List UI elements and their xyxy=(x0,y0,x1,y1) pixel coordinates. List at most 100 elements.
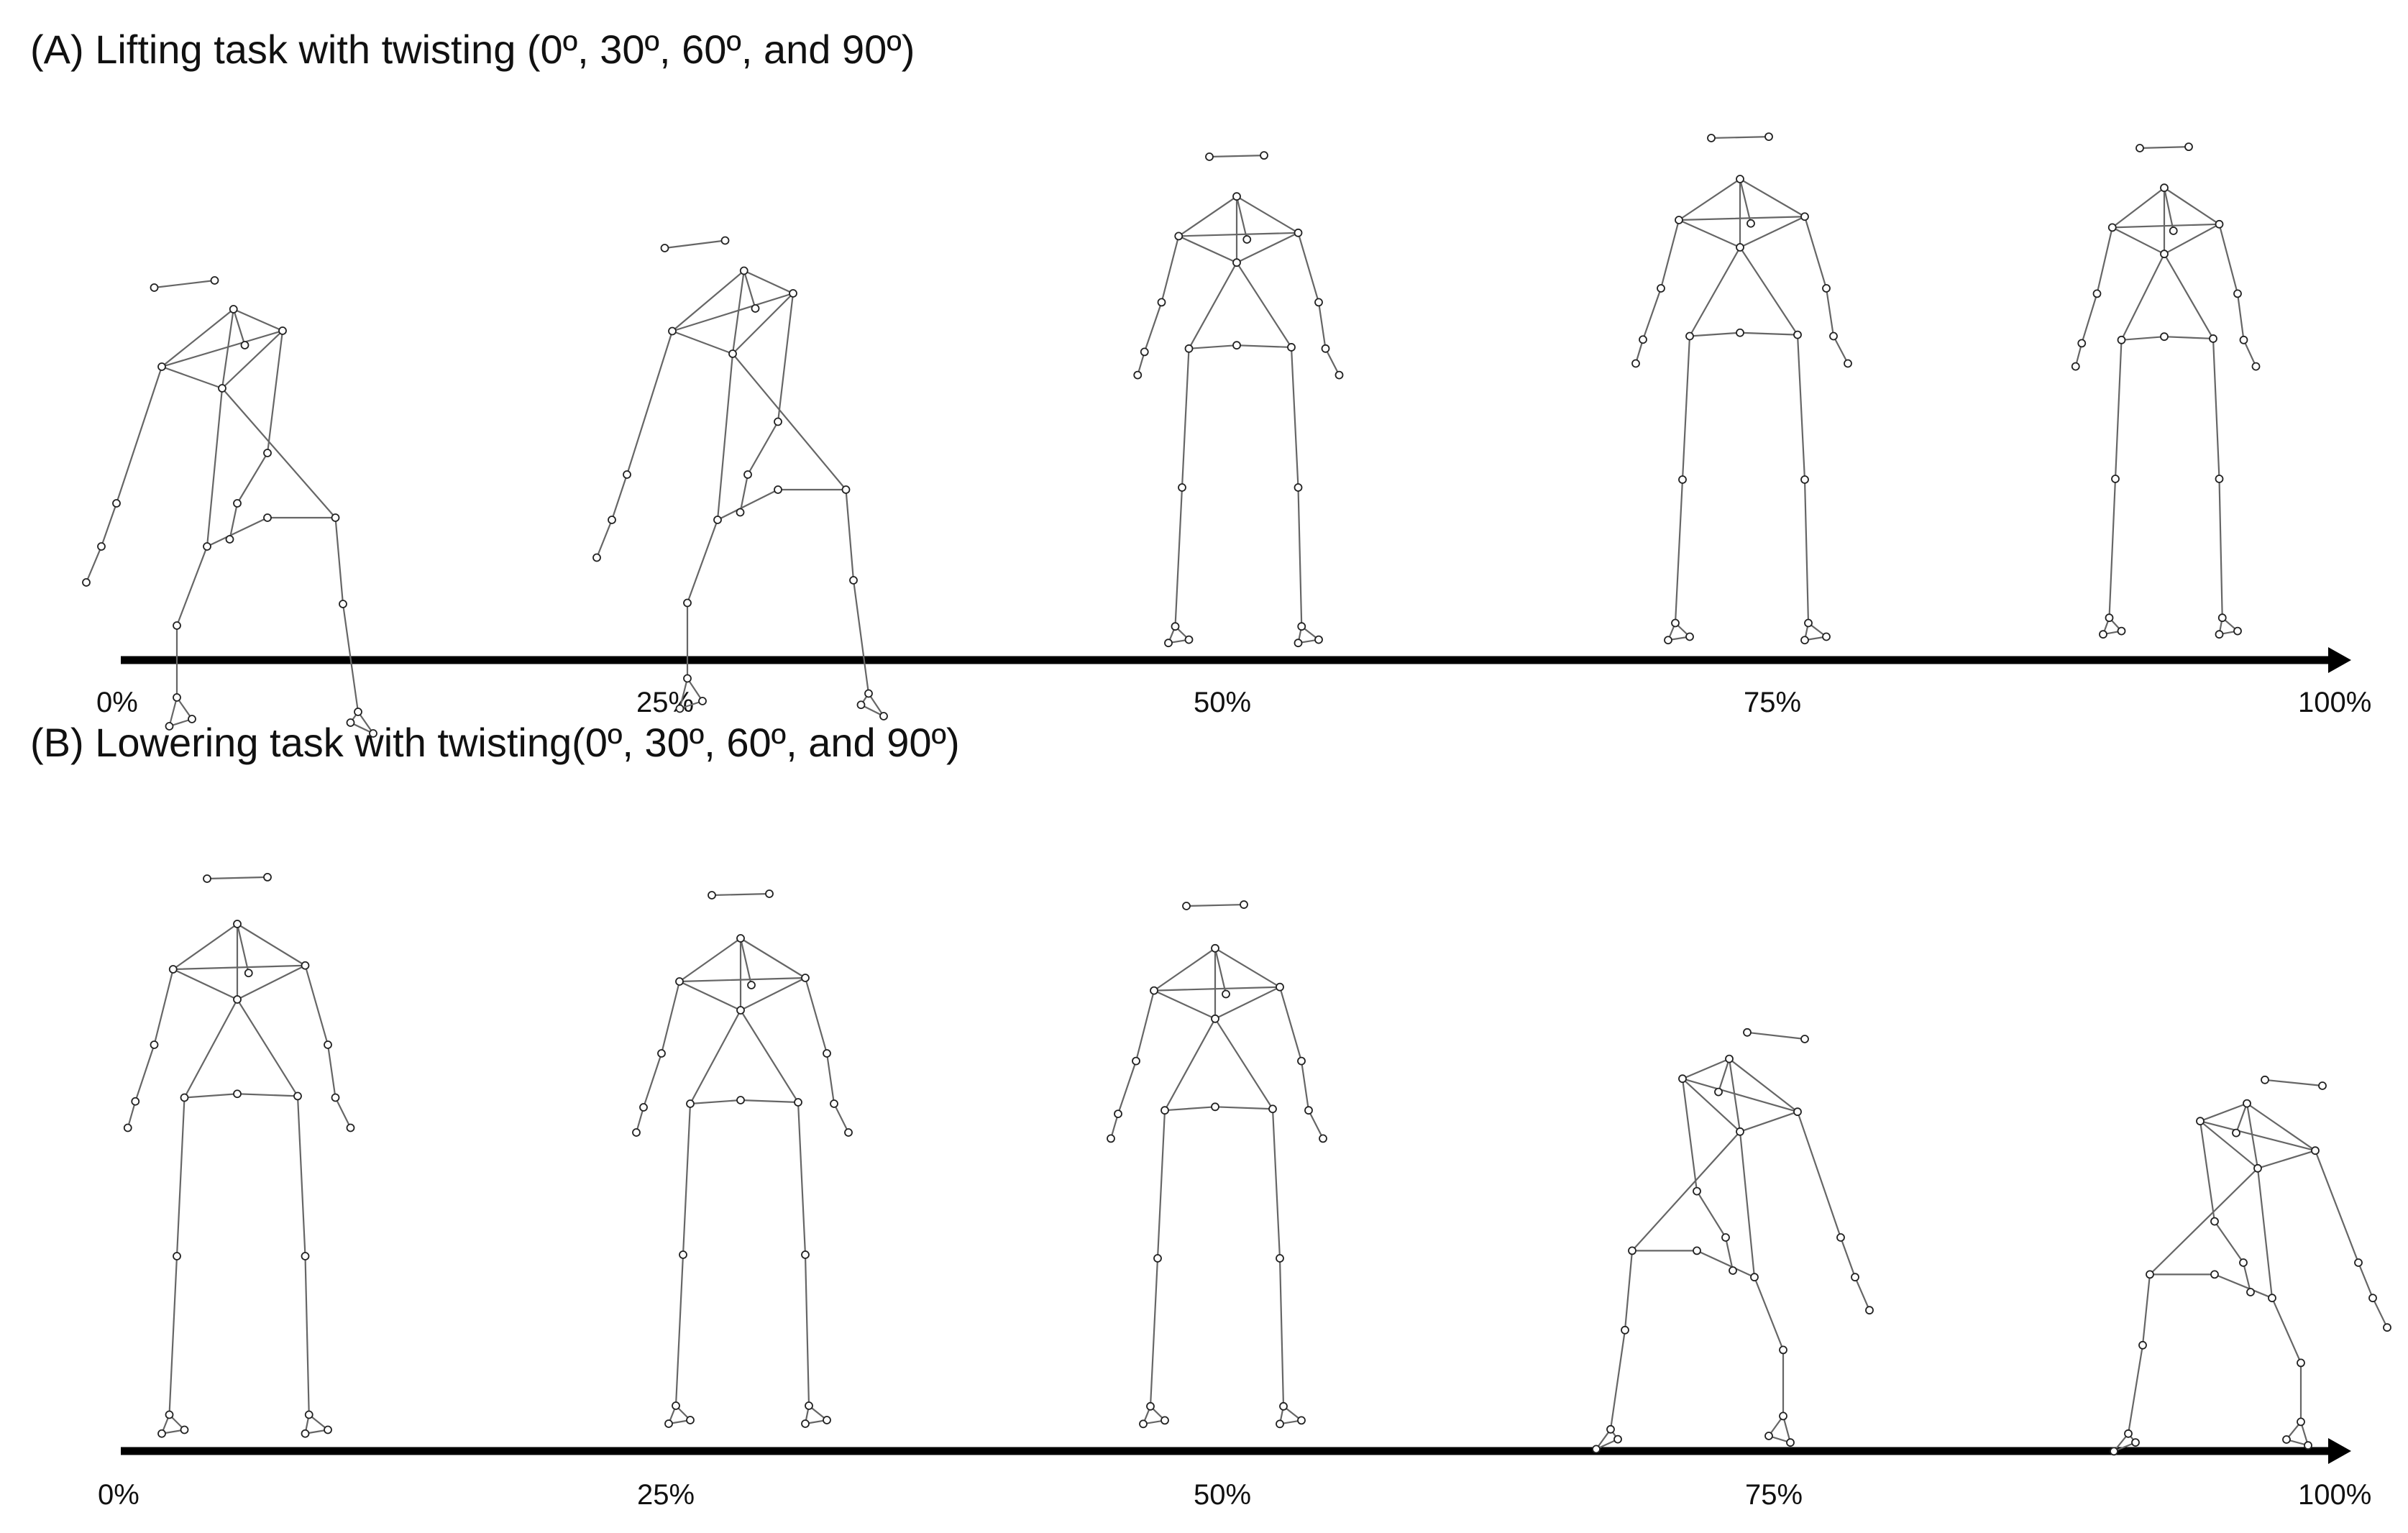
panel-a-tick-50: 50% xyxy=(1194,687,1251,718)
skeleton-segment xyxy=(1278,1257,1285,1407)
skeleton-segment xyxy=(2163,223,2220,255)
skeleton-segment xyxy=(1235,232,1299,264)
skeleton-joint xyxy=(263,513,272,522)
panel-a-figure-25 xyxy=(592,236,888,720)
skeleton-joint xyxy=(165,1410,174,1419)
skeleton-joint xyxy=(1174,232,1184,241)
skeleton-joint xyxy=(736,1006,745,1015)
skeleton-joint xyxy=(233,499,242,508)
skeleton-joint xyxy=(675,704,685,713)
skeleton-segment xyxy=(2114,339,2123,480)
skeleton-segment xyxy=(1174,486,1184,628)
skeleton-joint xyxy=(1714,1087,1723,1097)
skeleton-segment xyxy=(183,1093,239,1099)
skeleton-joint xyxy=(180,1093,189,1102)
panel-b-tick-75: 75% xyxy=(1745,1479,1803,1511)
skeleton-segment xyxy=(739,1099,800,1104)
skeleton-segment xyxy=(229,502,239,541)
skeleton-joint xyxy=(660,244,669,252)
skeleton-segment xyxy=(1235,344,1293,349)
skeleton-segment xyxy=(342,603,360,713)
skeleton-segment xyxy=(1214,986,1281,1020)
skeleton-joint xyxy=(2169,226,2178,235)
skeleton-joint xyxy=(1736,1127,1744,1136)
skeleton-segment xyxy=(1739,246,1799,336)
skeleton-joint xyxy=(1750,1273,1759,1282)
skeleton-joint xyxy=(2215,219,2224,229)
skeleton-segment xyxy=(334,1097,352,1129)
skeleton-segment xyxy=(2111,223,2220,229)
skeleton-joint xyxy=(173,1252,181,1260)
skeleton-segment xyxy=(731,270,745,355)
stick-figures-layer xyxy=(82,132,2391,1456)
skeleton-segment xyxy=(679,677,689,710)
skeleton-joint xyxy=(2124,1429,2133,1438)
skeleton-segment xyxy=(357,710,375,735)
skeleton-segment xyxy=(1681,335,1691,481)
skeleton-joint xyxy=(1314,635,1323,644)
skeleton-joint xyxy=(233,995,242,1004)
skeleton-segment xyxy=(221,329,284,390)
skeleton-segment xyxy=(2218,477,2223,619)
skeleton-segment xyxy=(160,308,234,368)
skeleton-segment xyxy=(1208,155,1265,158)
skeleton-joint xyxy=(1664,636,1672,645)
skeleton-segment xyxy=(833,1102,850,1134)
skeleton-segment xyxy=(743,270,795,295)
skeleton-joint xyxy=(1297,1056,1306,1066)
skeleton-segment xyxy=(1153,989,1217,1020)
skeleton-joint xyxy=(747,981,756,989)
skeleton-joint xyxy=(2368,1294,2377,1303)
skeleton-segment xyxy=(739,473,749,513)
skeleton-joint xyxy=(150,283,159,292)
skeleton-joint xyxy=(1844,359,1852,368)
skeleton-joint xyxy=(1222,989,1230,999)
skeleton-segment xyxy=(172,968,239,1001)
skeleton-joint xyxy=(304,1410,313,1419)
panel-b-tick-0: 0% xyxy=(98,1479,139,1511)
skeleton-segment xyxy=(731,292,795,355)
skeleton-joint xyxy=(2215,630,2224,639)
skeleton-joint xyxy=(789,289,797,298)
skeleton-segment xyxy=(1214,1017,1274,1110)
skeleton-segment xyxy=(1728,1058,1799,1113)
skeleton-segment xyxy=(172,923,239,971)
skeleton-joint xyxy=(97,542,106,551)
skeleton-joint xyxy=(346,718,355,727)
skeleton-joint xyxy=(2233,626,2242,636)
skeleton-segment xyxy=(1825,287,1835,337)
skeleton-joint xyxy=(1297,622,1306,631)
skeleton-segment xyxy=(2199,1120,2216,1222)
skeleton-joint xyxy=(157,1429,166,1438)
skeleton-joint xyxy=(849,576,858,585)
skeleton-joint xyxy=(608,516,616,524)
skeleton-joint xyxy=(1613,1434,1622,1444)
skeleton-joint xyxy=(2071,362,2080,371)
skeleton-segment xyxy=(1624,1250,1634,1331)
skeleton-joint xyxy=(82,578,91,587)
panel-a-tick-100: 100% xyxy=(2298,687,2371,718)
skeleton-joint xyxy=(1804,618,1813,628)
skeleton-segment xyxy=(2141,1273,2151,1346)
skeleton-joint xyxy=(173,693,181,702)
skeleton-segment xyxy=(2357,1261,2374,1299)
skeleton-segment xyxy=(1659,219,1680,290)
skeleton-segment xyxy=(686,677,704,703)
skeleton-segment xyxy=(1677,219,1741,249)
skeleton-segment xyxy=(1307,1109,1324,1140)
skeleton-joint xyxy=(2146,1270,2154,1279)
skeleton-segment xyxy=(731,352,847,491)
skeleton-segment xyxy=(686,518,719,604)
skeleton-joint xyxy=(1793,330,1802,339)
skeleton-segment xyxy=(206,516,269,548)
skeleton-segment xyxy=(1156,1109,1166,1260)
skeleton-joint xyxy=(668,326,677,336)
skeleton-segment xyxy=(236,998,299,1097)
skeleton-joint xyxy=(1276,982,1284,992)
skeleton-segment xyxy=(797,1101,807,1256)
skeleton-joint xyxy=(1276,1254,1284,1263)
skeleton-segment xyxy=(671,292,795,332)
skeleton-joint xyxy=(2105,613,2114,623)
skeleton-segment xyxy=(183,998,239,1099)
skeleton-segment xyxy=(221,308,234,390)
